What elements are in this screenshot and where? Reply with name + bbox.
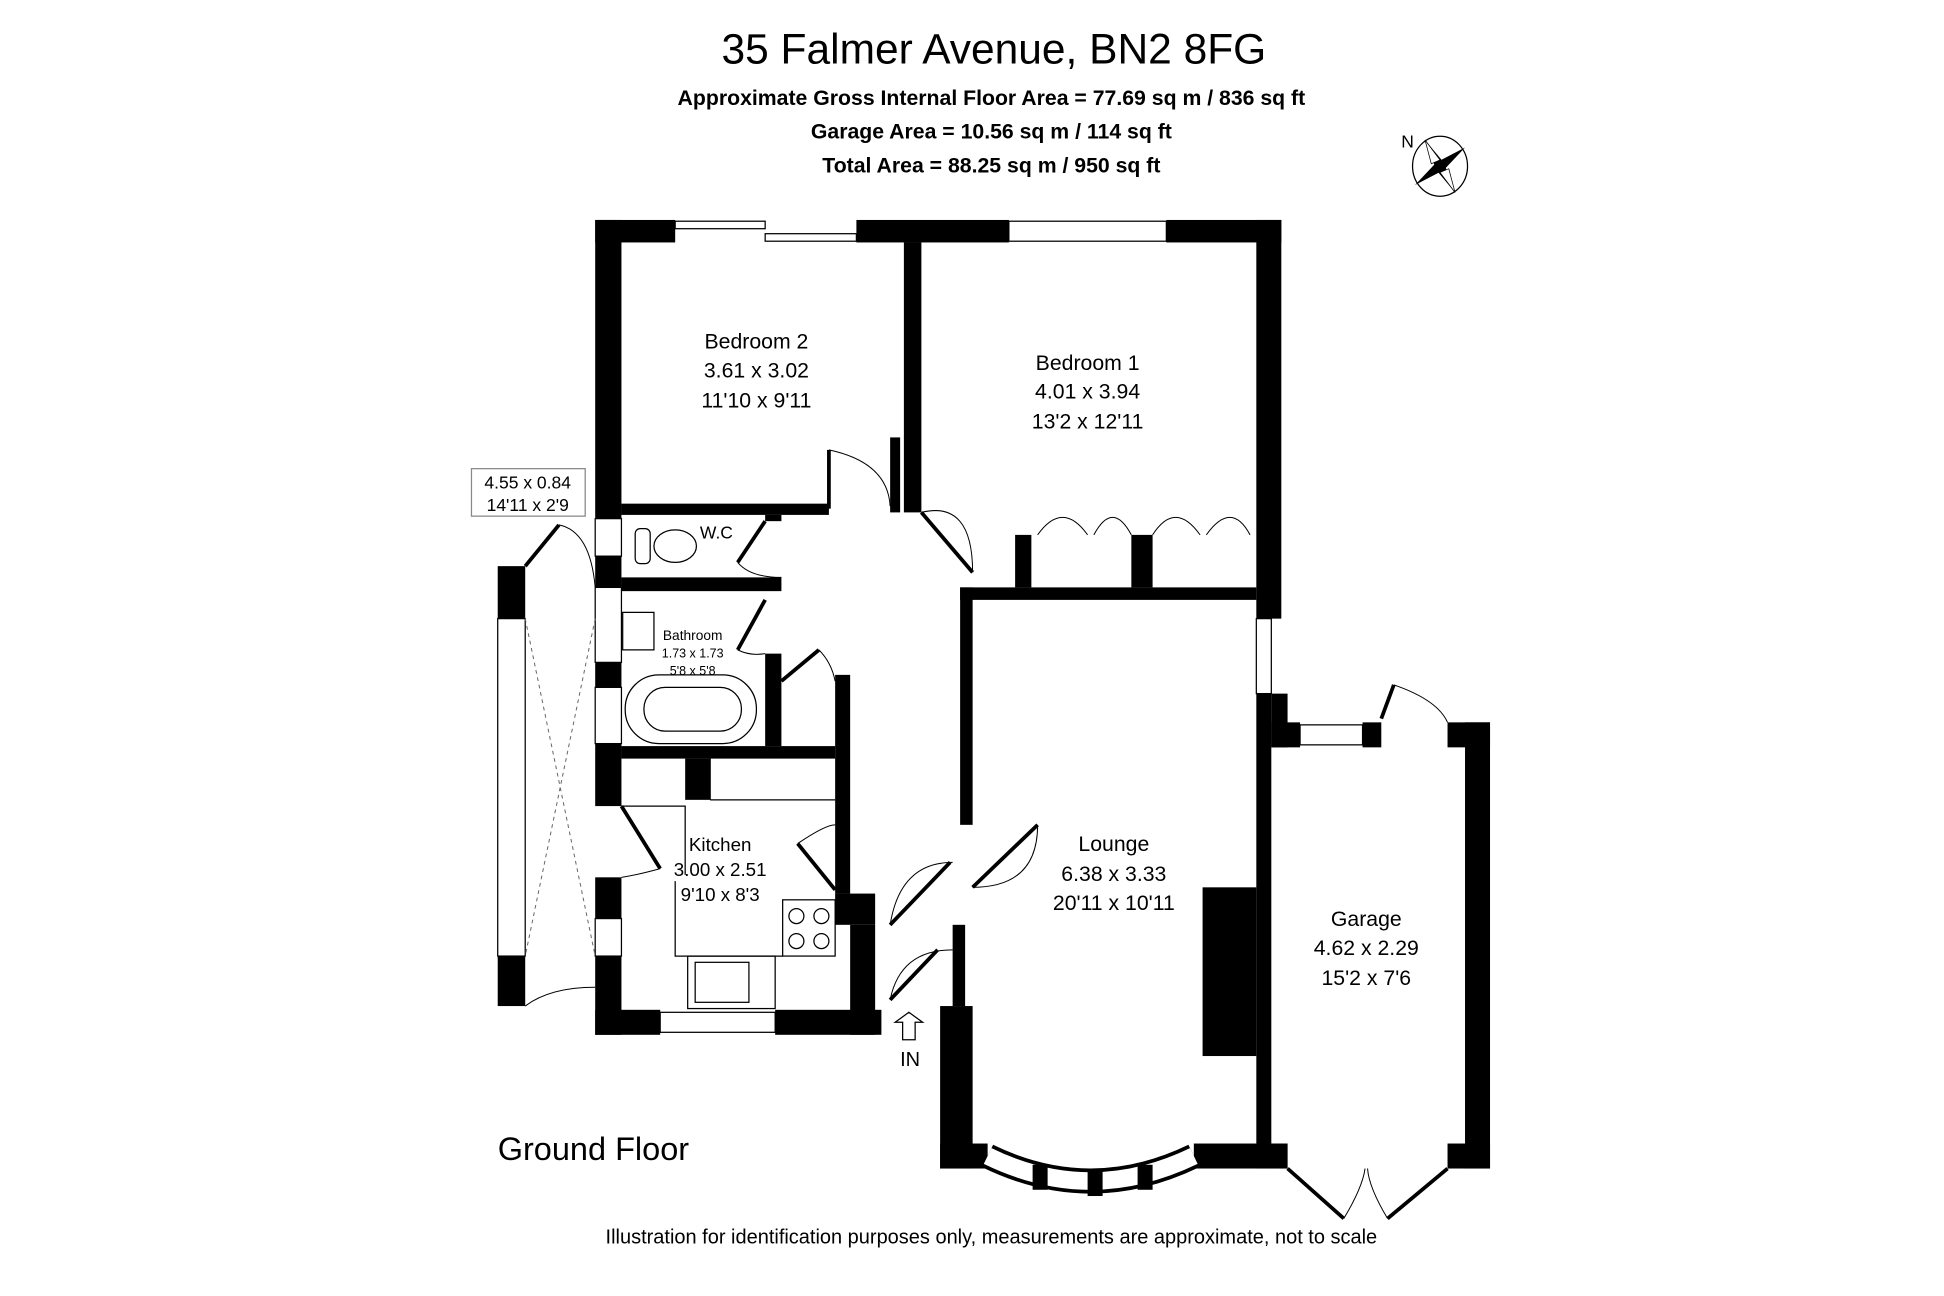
disclaimer: Illustration for identification purposes… <box>606 1227 1378 1249</box>
entrance-label: IN <box>900 1049 920 1071</box>
svg-text:20'11 x 10'11: 20'11 x 10'11 <box>1053 891 1175 915</box>
svg-text:Lounge: Lounge <box>1078 832 1149 856</box>
garage-area-text: Garage Area = 10.56 sq m / 114 sq ft <box>811 120 1172 144</box>
side-passage-label: 4.55 x 0.84 14'11 x 2'9 <box>470 468 586 517</box>
property-title: 35 Falmer Avenue, BN2 8FG <box>722 27 1267 74</box>
svg-text:9'10 x 8'3: 9'10 x 8'3 <box>681 884 760 905</box>
compass-north-label: N <box>1401 131 1414 151</box>
total-area-text: Total Area = 88.25 sq m / 950 sq ft <box>822 153 1160 177</box>
compass-rose-icon: N <box>1401 131 1469 197</box>
gross-area-text: Approximate Gross Internal Floor Area = … <box>678 86 1306 110</box>
bay-window <box>982 1144 1200 1197</box>
svg-text:Bedroom 1: Bedroom 1 <box>1036 351 1140 375</box>
room-lounge: Lounge 6.38 x 3.33 20'11 x 10'11 <box>1053 832 1175 915</box>
hob-icon <box>782 899 836 957</box>
svg-text:Kitchen: Kitchen <box>689 834 752 855</box>
svg-text:4.55 x 0.84: 4.55 x 0.84 <box>484 473 571 493</box>
toilet-icon <box>634 528 698 565</box>
svg-text:11'10 x 9'11: 11'10 x 9'11 <box>701 388 811 412</box>
svg-text:4.62 x 2.29: 4.62 x 2.29 <box>1314 936 1419 960</box>
svg-text:6.38 x 3.33: 6.38 x 3.33 <box>1061 862 1166 886</box>
room-kitchen: Kitchen 3.00 x 2.51 9'10 x 8'3 <box>674 834 767 905</box>
svg-text:3.61 x 3.02: 3.61 x 3.02 <box>704 358 809 382</box>
room-bathroom: Bathroom 1.73 x 1.73 5'8 x 5'8 <box>662 628 724 678</box>
doors <box>523 449 1449 1220</box>
kitchen-sink-icon <box>687 955 776 1010</box>
room-wc: W.C <box>700 523 733 543</box>
svg-text:4.01 x 3.94: 4.01 x 3.94 <box>1035 380 1140 404</box>
fixtures <box>621 528 836 1010</box>
floor-label: Ground Floor <box>498 1131 690 1167</box>
walls <box>497 219 1491 1169</box>
svg-text:Bathroom: Bathroom <box>663 628 723 643</box>
svg-text:5'8 x 5'8: 5'8 x 5'8 <box>670 664 716 678</box>
svg-text:15'2 x 7'6: 15'2 x 7'6 <box>1322 966 1412 990</box>
sink-icon <box>622 611 655 651</box>
room-garage: Garage 4.62 x 2.29 15'2 x 7'6 <box>1314 907 1419 990</box>
svg-text:1.73 x 1.73: 1.73 x 1.73 <box>662 646 724 660</box>
entrance-marker: IN <box>893 1011 925 1071</box>
svg-text:Bedroom 2: Bedroom 2 <box>704 330 808 354</box>
svg-text:13'2 x 12'11: 13'2 x 12'11 <box>1032 410 1144 434</box>
bathtub-icon <box>624 674 758 745</box>
svg-text:14'11 x 2'9: 14'11 x 2'9 <box>487 495 569 515</box>
svg-text:3.00 x 2.51: 3.00 x 2.51 <box>674 859 767 880</box>
room-bedroom-2: Bedroom 2 3.61 x 3.02 11'10 x 9'11 <box>701 330 811 413</box>
room-bedroom-1: Bedroom 1 4.01 x 3.94 13'2 x 12'11 <box>1032 351 1144 434</box>
svg-text:Garage: Garage <box>1331 907 1402 931</box>
